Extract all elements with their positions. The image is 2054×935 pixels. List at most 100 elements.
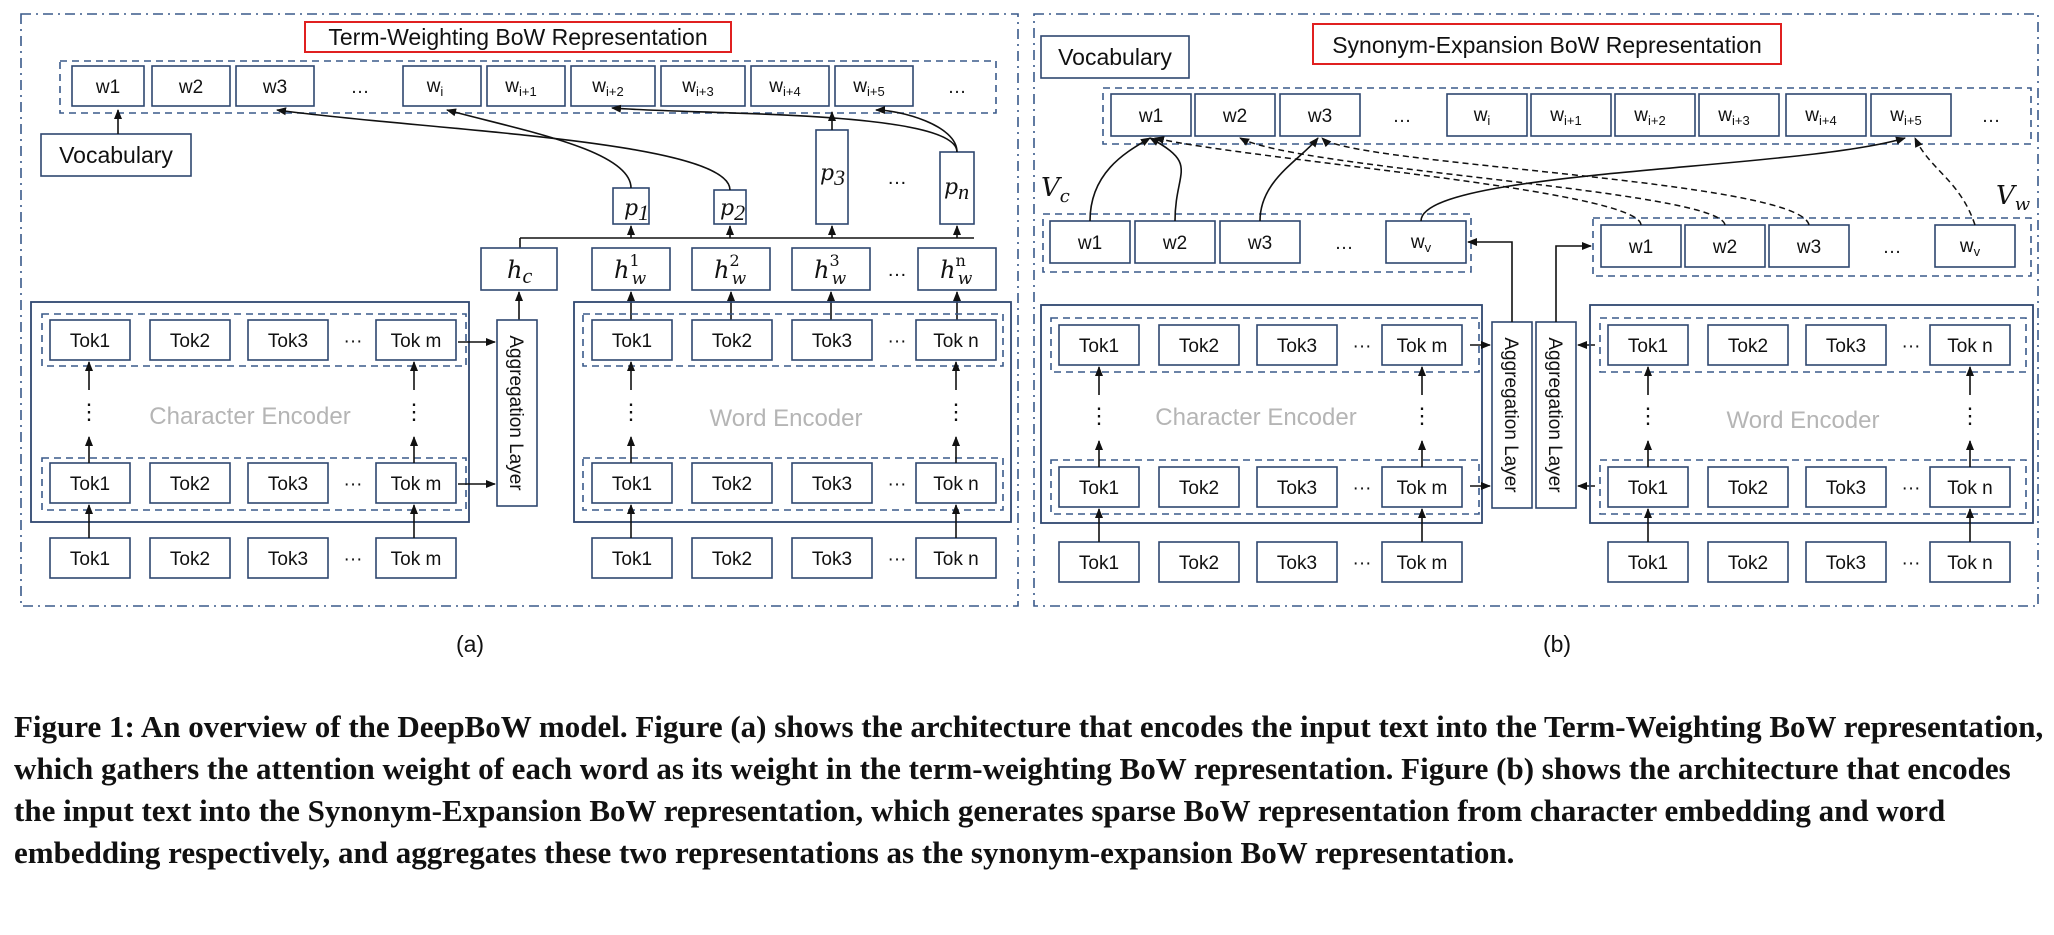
panel-a-aggregation-layer xyxy=(496,319,538,507)
panel-b-char-encoder xyxy=(1040,304,1483,524)
token-label: Tok3 xyxy=(268,474,308,495)
token-label: Tok2 xyxy=(170,549,210,570)
token-label: Tok2 xyxy=(1728,478,1768,499)
token-label: Tok2 xyxy=(712,549,752,570)
svg-text:Aggregation Layer: Aggregation Layer xyxy=(1500,337,1521,493)
token-label: Tok1 xyxy=(70,549,110,570)
svg-text:w1: w1 xyxy=(1077,233,1102,254)
hidden-hw3 xyxy=(791,247,871,291)
token-label: Tok3 xyxy=(268,331,308,352)
prob-ellipsis: … xyxy=(887,167,907,189)
token-label: Tok3 xyxy=(1826,336,1866,357)
panel-a-label: (a) xyxy=(456,631,484,657)
svg-text:…: … xyxy=(1393,106,1412,127)
hidden-hw2 xyxy=(691,247,771,291)
panel-a-vocab-items: w1 w2 w3 … wi wi+1 wi+2 wi+3 wi+4 wi+5 … xyxy=(71,65,967,107)
vdots: ⋮ xyxy=(1959,403,1981,428)
panel-b: Vocabulary Synonym-Expansion BoW Represe… xyxy=(1033,13,2039,607)
token-box xyxy=(375,462,457,504)
panel-a-vocabulary-box xyxy=(40,133,192,177)
token-label: Tok1 xyxy=(1628,336,1668,357)
token-box xyxy=(1607,541,1689,583)
vocab-w3: w3 xyxy=(262,77,287,98)
token-label: Tok m xyxy=(391,331,442,352)
token-label: Tok n xyxy=(933,474,978,495)
hidden-ellipsis: … xyxy=(887,259,907,281)
token-box xyxy=(149,537,231,579)
vdots: ⋮ xyxy=(78,399,100,424)
svg-text:w3: w3 xyxy=(1247,233,1272,254)
token-ellipsis: ··· xyxy=(1902,478,1921,499)
figure-caption: Figure 1: An overview of the DeepBoW mod… xyxy=(14,709,2044,870)
token-box xyxy=(791,319,873,361)
svg-text:p3: p3 xyxy=(820,161,845,190)
token-ellipsis: ··· xyxy=(888,474,907,495)
vdots: ⋮ xyxy=(403,399,425,424)
svg-text:p1: p1 xyxy=(624,196,649,225)
svg-text:w2: w2 xyxy=(1222,106,1247,127)
vdots: ⋮ xyxy=(1411,403,1433,428)
token-label: Tok m xyxy=(391,549,442,570)
vdots: ⋮ xyxy=(1088,403,1110,428)
token-box xyxy=(1158,541,1240,583)
token-box xyxy=(1058,541,1140,583)
panel-b-vocabulary-box xyxy=(1040,35,1190,79)
hidden-hw1 xyxy=(591,247,671,291)
token-ellipsis: ··· xyxy=(1902,336,1921,357)
panel-a-word-encoder xyxy=(573,301,1012,523)
prob-p3 xyxy=(815,129,849,225)
token-box xyxy=(691,319,773,361)
svg-text:w1: w1 xyxy=(1138,106,1163,127)
token-label: Tok2 xyxy=(170,474,210,495)
token-box xyxy=(1707,541,1789,583)
token-box xyxy=(1381,466,1463,508)
token-box xyxy=(149,462,231,504)
panel-b-word-encoder-label: Word Encoder xyxy=(1727,407,1880,434)
panel-a-border xyxy=(20,13,1019,607)
svg-text:p2: p2 xyxy=(720,196,745,225)
svg-text:hnw: hnw xyxy=(940,251,973,289)
prob-pn xyxy=(939,151,975,225)
token-box xyxy=(591,537,673,579)
panel-b-border xyxy=(1033,13,2039,607)
panel-a-vocab-row xyxy=(59,60,997,114)
token-label: Tok m xyxy=(1397,336,1448,357)
token-box xyxy=(247,462,329,504)
token-label: Tok n xyxy=(1947,553,1992,574)
token-box xyxy=(691,537,773,579)
token-label: Tok2 xyxy=(1179,478,1219,499)
svg-text:pn: pn xyxy=(944,175,969,204)
token-box xyxy=(1256,324,1338,366)
token-label: Tok3 xyxy=(812,331,852,352)
vdots: ⋮ xyxy=(1637,403,1659,428)
panel-b-label: (b) xyxy=(1543,631,1571,657)
token-box xyxy=(1058,466,1140,508)
token-box xyxy=(1607,466,1689,508)
token-box xyxy=(1158,466,1240,508)
vocab-wi: wi xyxy=(426,76,444,99)
svg-text:…: … xyxy=(1335,233,1354,254)
token-box xyxy=(915,537,997,579)
token-label: Tok n xyxy=(933,549,978,570)
token-label: Tok2 xyxy=(170,331,210,352)
hidden-hc xyxy=(480,247,558,291)
token-box xyxy=(1805,324,1887,366)
token-box xyxy=(1158,324,1240,366)
token-label: Tok2 xyxy=(1179,553,1219,574)
token-label: Tok1 xyxy=(1628,553,1668,574)
token-box xyxy=(375,537,457,579)
token-label: Tok n xyxy=(1947,478,1992,499)
vocab-end-ellipsis: … xyxy=(948,77,967,98)
token-label: Tok1 xyxy=(612,474,652,495)
svg-text:wv: wv xyxy=(1959,236,1981,259)
panel-b-title: Synonym-Expansion BoW Representation xyxy=(1332,32,1762,58)
token-box xyxy=(247,537,329,579)
vocab-w2: w2 xyxy=(178,77,203,98)
panel-a-aggregation-label: Aggregation Layer xyxy=(505,335,526,491)
token-label: Tok3 xyxy=(1826,478,1866,499)
svg-text:w2: w2 xyxy=(1712,237,1737,258)
svg-text:w1: w1 xyxy=(1628,237,1653,258)
prob-p2 xyxy=(713,189,747,225)
